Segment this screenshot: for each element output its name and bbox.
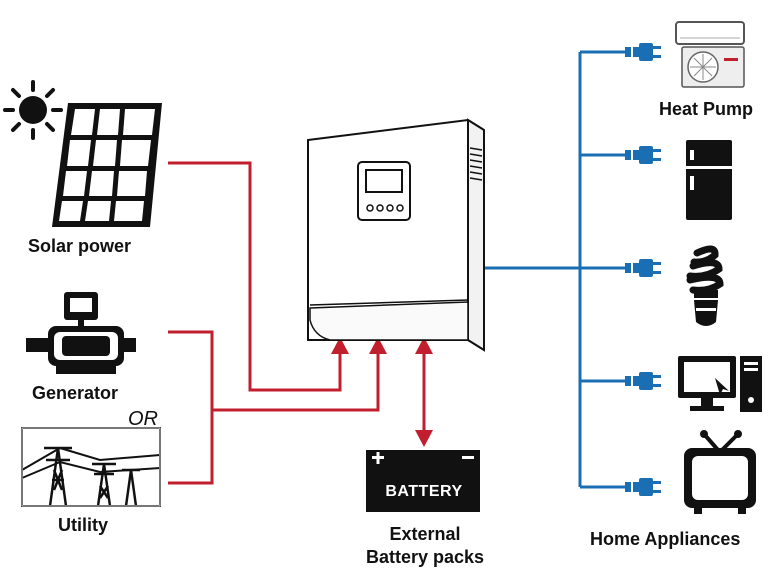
computer-icon: [678, 356, 762, 412]
battery-label: BATTERY: [385, 483, 463, 500]
grid-arrow-icon: [369, 337, 387, 354]
generator-line: [168, 330, 214, 485]
input-lines: [168, 161, 426, 485]
plugs: [625, 43, 661, 496]
generator-label: Generator: [32, 383, 119, 403]
external-battery-label-line1: External: [389, 524, 461, 544]
solar-arrow-icon: [331, 337, 349, 354]
utility-pylon-icon: [21, 427, 161, 507]
inverter-icon: [307, 118, 485, 352]
input-arrows: [331, 337, 433, 447]
refrigerator-icon: [686, 140, 732, 220]
or-label: OR: [128, 408, 158, 430]
plug-icon: [625, 478, 661, 496]
battery-arrow-down-icon: [415, 430, 433, 447]
plug-icon: [625, 43, 661, 61]
sun-icon: [3, 80, 63, 140]
generator-icon: [26, 292, 136, 374]
battery-icon: [366, 450, 480, 512]
light-bulb-icon: [686, 245, 724, 326]
home-appliances-label: Home Appliances: [590, 529, 741, 549]
grid-line: [212, 352, 380, 412]
battery-arrow-up-icon: [415, 337, 433, 354]
heat-pump-label: Heat Pump: [659, 99, 754, 119]
plug-icon: [625, 372, 661, 390]
utility-label: Utility: [58, 515, 109, 535]
solar-power-label: Solar power: [28, 236, 132, 256]
tv-icon: [684, 430, 756, 514]
output-lines: [484, 50, 625, 489]
plug-icon: [625, 146, 661, 164]
solar-panel-icon: [52, 103, 162, 227]
external-battery-label-line2: Battery packs: [365, 547, 485, 567]
plug-icon: [625, 259, 661, 277]
heat-pump-icon: [675, 21, 745, 88]
solar-line: [168, 161, 342, 392]
inverter-display-panel: [357, 161, 411, 221]
